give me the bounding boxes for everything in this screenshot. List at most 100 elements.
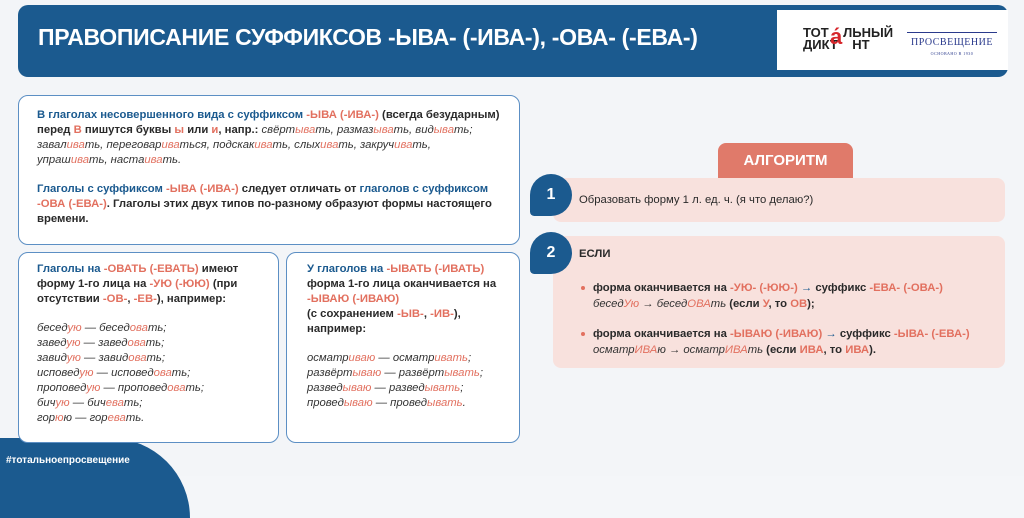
highlighted-text: ова [129, 322, 148, 334]
highlighted-text: -ЫВАЮ (-ИВАЮ) [730, 328, 823, 340]
text-segment: ть; бич [37, 382, 204, 409]
highlighted-text: У [762, 298, 769, 310]
text-segment: ); [807, 298, 815, 310]
highlighted-text: ОВ [790, 298, 808, 310]
text-segment: имеют форму 1-го лица на [37, 263, 239, 290]
highlighted-text: -ИВ- [430, 308, 454, 320]
highlighted-text: -ОВАТЬ (-ЕВАТЬ) [103, 263, 199, 275]
highlighted-text: ивать [434, 352, 468, 364]
text-segment: (с сохранением [307, 308, 394, 320]
highlighted-text: ова [128, 352, 147, 364]
prosveshchenie-logo: ПРОСВЕЩЕНИЕ ОСНОВАНО В 1930 [907, 24, 997, 56]
text-segment: бесед [593, 298, 624, 310]
text-segment: , то [768, 298, 791, 310]
highlighted-text: ова [167, 382, 186, 394]
highlighted-text: ива [320, 139, 339, 151]
highlighted-text: ываю [343, 397, 373, 409]
algorithm-step-2: ЕСЛИ форма оканчивается на -УЮ- (-ЮЮ-) →… [553, 236, 1005, 368]
highlighted-text: ИВА [799, 344, 824, 356]
text-segment: ть; завид [37, 337, 165, 364]
yvat-rule-text: У глаголов на -ЫВАТЬ (-ИВАТЬ) форма 1-го… [307, 262, 499, 337]
highlighted-text: ива [394, 139, 413, 151]
text-segment: ться, подскак [179, 139, 255, 151]
text-segment: ), например: [307, 308, 461, 335]
highlighted-text: -ЫВАТЬ (-ИВАТЬ) [386, 263, 485, 275]
text-segment: форма оканчивается на [593, 282, 731, 294]
highlighted-text: иваю [348, 352, 376, 364]
highlighted-text: -ОВА (-ЕВА-) [37, 198, 107, 210]
text-segment: Глаголы с суффиксом [37, 183, 167, 195]
text-segment: , [423, 308, 431, 320]
text-segment: следует отличать от [238, 183, 360, 195]
text-segment: ть, переговар [84, 139, 162, 151]
highlighted-text: ы [174, 124, 185, 136]
text-segment: ю — гор [63, 412, 108, 424]
text-segment: В глаголах несовершенного вида с суффикс… [37, 109, 307, 121]
text-segment: ть, слых [272, 139, 321, 151]
highlighted-text: -ЫВА- (-ЕВА-) [893, 328, 970, 340]
step-1-number: 1 [530, 174, 572, 216]
highlighted-text: ыва [433, 124, 454, 136]
highlighted-text: В [73, 124, 82, 136]
highlighted-text: ива [66, 139, 85, 151]
highlighted-text: -ЫВ- [397, 308, 424, 320]
distinction-paragraph: Глаголы с суффиксом -ЫВА (-ИВА-) следует… [37, 182, 501, 227]
text-segment: — развед [371, 382, 425, 394]
highlighted-text: ова [153, 367, 172, 379]
prosveshchenie-sub: ОСНОВАНО В 1930 [930, 51, 974, 56]
text-segment: или [184, 124, 212, 136]
rule-box-main: В глаголах несовершенного вида с суффикс… [18, 95, 520, 245]
text-segment: осматр [307, 352, 349, 364]
highlighted-text: ю [55, 412, 64, 424]
highlighted-text: ываю [342, 382, 372, 394]
text-segment: Глаголы на [37, 263, 104, 275]
text-segment: . Глаголы этих двух типов по-разному обр… [37, 198, 492, 225]
text-segment: — развёрт [381, 367, 445, 379]
text-segment: форма 1-го лица оканчивается на [307, 278, 497, 290]
text-segment: ть. [162, 154, 182, 166]
text-segment: ). [869, 344, 876, 356]
text-segment: ть. [125, 412, 145, 424]
algorithm-step-1: Образовать форму 1 л. ед. ч. (я что дела… [553, 178, 1005, 222]
text-segment: ть; гор [37, 397, 143, 424]
text-segment: ), например: [156, 293, 226, 305]
highlighted-text: -ЫВАЮ (-ИВАЮ) [307, 293, 400, 305]
highlighted-text: -ЫВА (-ИВА-) [306, 109, 379, 121]
rule-paragraph: В глаголах несовершенного вида с суффикс… [37, 108, 501, 168]
highlighted-text: и [211, 124, 219, 136]
highlighted-text: ую [66, 352, 81, 364]
highlighted-text: ОВА [687, 298, 711, 310]
highlighted-text: -ЕВ- [133, 293, 157, 305]
text-segment: — завед [80, 337, 128, 349]
text-segment: . [462, 397, 466, 409]
highlighted-text: ую [66, 337, 81, 349]
text-segment: ть; завал [37, 124, 473, 151]
text-segment: пишутся буквы [81, 124, 175, 136]
text-segment: ть, закруч [338, 139, 395, 151]
highlighted-text: ывать [444, 367, 480, 379]
ovat-rule-box: Глаголы на -ОВАТЬ (-ЕВАТЬ) имеют форму 1… [18, 252, 279, 443]
highlighted-text: ива [161, 139, 180, 151]
text-segment: У глаголов на [307, 263, 387, 275]
text-segment: свёрт [261, 124, 296, 136]
text-segment: ю → осматр [657, 344, 725, 356]
highlighted-text: ую [55, 397, 70, 409]
step-1-text: Образовать форму 1 л. ед. ч. (я что дела… [579, 194, 814, 206]
text-segment: суффикс [815, 282, 870, 294]
highlighted-text: ива [254, 139, 273, 151]
yvat-examples: осматриваю — осматривать; развёртываю — … [307, 351, 499, 411]
ovat-examples: беседую — беседовать; заведую — заведова… [37, 321, 260, 426]
highlighted-text: ива [144, 154, 163, 166]
ovat-rule-text: Глаголы на -ОВАТЬ (-ЕВАТЬ) имеют форму 1… [37, 262, 260, 307]
highlighted-text: ИВА [845, 344, 870, 356]
text-segment: — завид [80, 352, 129, 364]
yvat-rule-box: У глаголов на -ЫВАТЬ (-ИВАТЬ) форма 1-го… [286, 252, 520, 443]
text-segment: — проповед [100, 382, 168, 394]
highlighted-text: -УЮ (-ЮЮ) [149, 278, 210, 290]
highlighted-text: -УЮ- (-ЮЮ-) [730, 282, 798, 294]
prosveshchenie-name: ПРОСВЕЩЕНИЕ [911, 37, 993, 48]
text-segment: форма оканчивается на [593, 328, 731, 340]
highlighted-text: ывать [424, 382, 461, 394]
